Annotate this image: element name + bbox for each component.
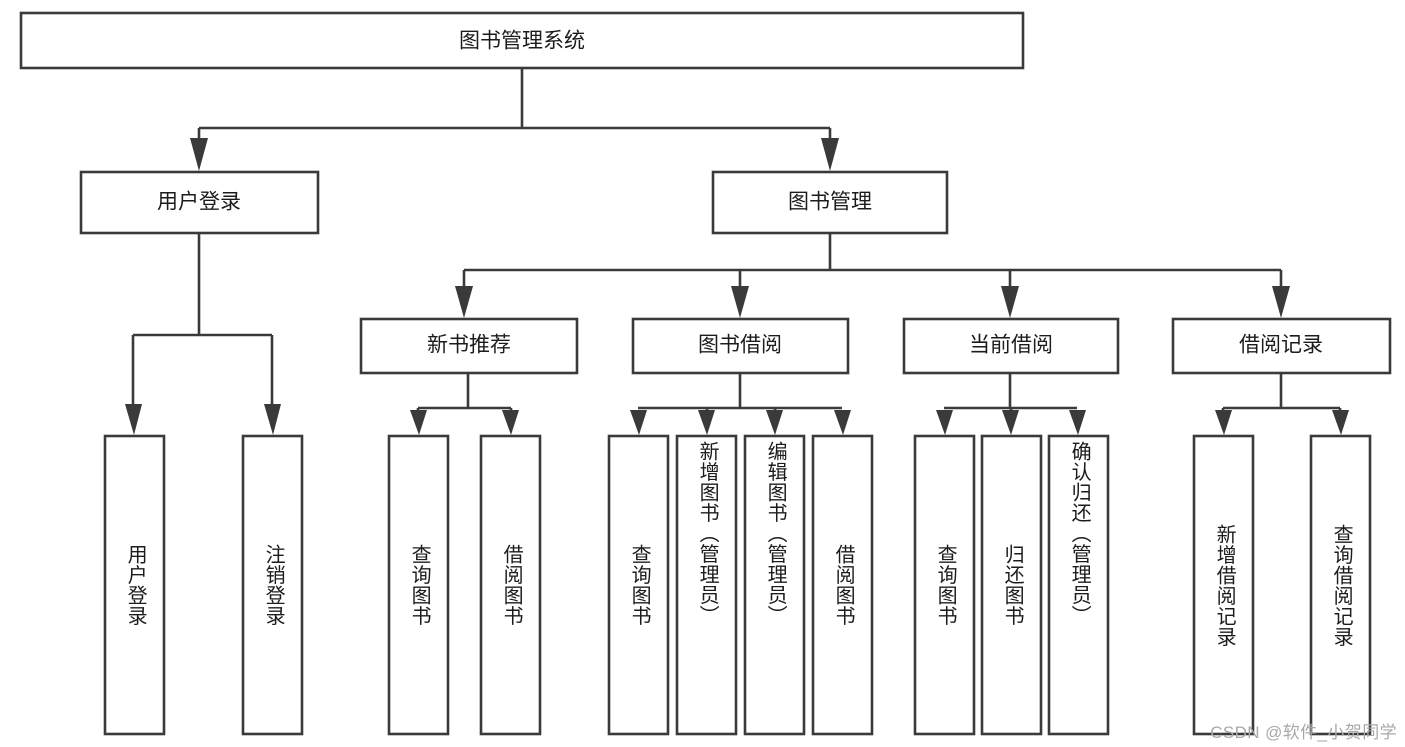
node-leaf-query-book-3-box[interactable] xyxy=(913,434,976,736)
node-user-login-box[interactable] xyxy=(79,170,320,235)
arrow-head-leaf-add-book xyxy=(698,410,715,435)
arrow-head-current-borrow xyxy=(1001,286,1019,318)
node-borrow-record-box[interactable] xyxy=(1171,317,1392,375)
connector-group-book-manage xyxy=(455,233,1290,318)
node-leaf-logout-login-box[interactable] xyxy=(241,434,304,736)
arrow-head-book-borrow xyxy=(731,286,749,318)
csdn-watermark: CSDN @软件_小贺同学 xyxy=(1210,723,1397,742)
node-current-borrow-box[interactable] xyxy=(902,317,1120,375)
arrow-head-borrow-record xyxy=(1272,286,1290,318)
node-root-box[interactable] xyxy=(19,11,1025,70)
connector-group-user-login xyxy=(125,233,281,435)
node-leaf-add-record-box[interactable] xyxy=(1192,434,1255,736)
node-leaf-confirm-return-box[interactable] xyxy=(1047,434,1110,736)
connector-group-new-book-recommend xyxy=(410,373,519,435)
node-leaf-query-book-2-box[interactable] xyxy=(607,434,670,736)
arrow-head-leaf-borrow-book-1 xyxy=(502,410,519,435)
arrow-head-leaf-confirm-return xyxy=(1069,410,1086,435)
node-book-manage-label: 图书管理 xyxy=(788,191,872,214)
arrow-head-leaf-query-book-1 xyxy=(410,410,427,435)
node-user-login-label: 用户登录 xyxy=(157,191,241,214)
arrow-head-leaf-return-book xyxy=(1002,410,1019,435)
connector-group-root xyxy=(190,68,839,171)
node-current-borrow-label: 当前借阅 xyxy=(969,334,1053,357)
connector-group-borrow-record xyxy=(1215,373,1349,435)
node-leaf-user-login-box[interactable] xyxy=(103,434,166,736)
node-leaf-edit-book-box[interactable] xyxy=(743,434,806,736)
node-new-book-recommend-box[interactable] xyxy=(359,317,579,375)
arrow-head-leaf-borrow-book-2 xyxy=(834,410,851,435)
arrow-head-leaf-query-record xyxy=(1332,410,1349,435)
node-leaf-borrow-book-2-box[interactable] xyxy=(811,434,874,736)
arrow-head-user-login xyxy=(190,138,208,171)
node-leaf-query-record-box[interactable] xyxy=(1309,434,1372,736)
arrow-head-leaf-edit-book xyxy=(766,410,783,435)
node-book-borrow-box[interactable] xyxy=(631,317,850,375)
node-user-login[interactable]: 用户登录 xyxy=(79,170,320,235)
node-root-label: 图书管理系统 xyxy=(459,30,585,53)
arrow-head-book-manage xyxy=(821,138,839,171)
arrow-head-leaf-user-login xyxy=(125,404,142,435)
arrow-head-leaf-query-book-2 xyxy=(630,410,647,435)
node-leaf-query-book-1-box[interactable] xyxy=(387,434,450,736)
node-new-book-recommend[interactable]: 新书推荐 xyxy=(359,317,579,375)
node-leaf-add-book-box[interactable] xyxy=(675,434,738,736)
node-book-manage-box[interactable] xyxy=(711,170,949,235)
node-new-book-recommend-label: 新书推荐 xyxy=(427,334,511,357)
node-book-borrow[interactable]: 图书借阅 xyxy=(631,317,850,375)
arrow-head-leaf-add-record xyxy=(1215,410,1232,435)
node-leaf-return-book-box[interactable] xyxy=(980,434,1043,736)
node-current-borrow[interactable]: 当前借阅 xyxy=(902,317,1120,375)
connector-group-book-borrow xyxy=(630,373,851,435)
node-book-manage[interactable]: 图书管理 xyxy=(711,170,949,235)
arrow-head-leaf-logout-login xyxy=(264,404,281,435)
arrow-head-leaf-query-book-3 xyxy=(936,410,953,435)
node-borrow-record[interactable]: 借阅记录 xyxy=(1171,317,1392,375)
node-borrow-record-label: 借阅记录 xyxy=(1239,334,1323,357)
arrow-head-new-book-recommend xyxy=(455,286,473,318)
connector-group-current-borrow xyxy=(936,373,1086,435)
node-root[interactable]: 图书管理系统 xyxy=(19,11,1025,70)
node-book-borrow-label: 图书借阅 xyxy=(698,334,782,357)
node-leaf-borrow-book-1-box[interactable] xyxy=(479,434,542,736)
